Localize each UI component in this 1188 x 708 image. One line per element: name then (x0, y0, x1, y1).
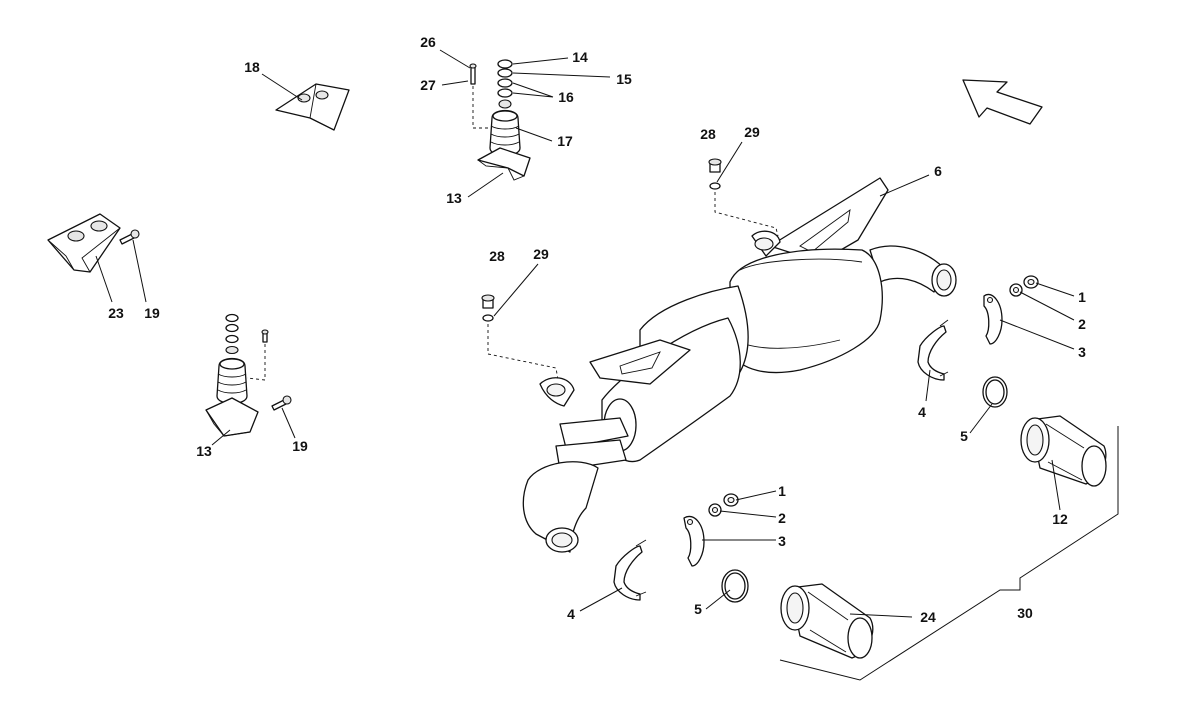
washer-29-upper (709, 182, 721, 190)
callout-29-lower: 29 (533, 246, 549, 262)
callout-13-lower: 13 (196, 443, 212, 459)
callout-4-right: 4 (918, 404, 926, 420)
callout-19-upper: 19 (144, 305, 160, 321)
direction-arrow-icon (962, 79, 1043, 125)
callout-6: 6 (934, 163, 942, 179)
callout-18: 18 (244, 59, 260, 75)
nut-1-lower (723, 493, 739, 507)
clamp-3-lower (683, 515, 705, 567)
washer-2-lower (708, 503, 722, 517)
washer-2-right (1009, 283, 1023, 297)
callout-14: 14 (572, 49, 588, 65)
callout-2-right: 2 (1078, 316, 1086, 332)
callout-28-upper: 28 (700, 126, 716, 142)
clamp-4-lower (613, 539, 647, 601)
callout-12: 12 (1052, 511, 1068, 527)
callout-16: 16 (558, 89, 574, 105)
bracket-18 (275, 83, 350, 131)
tailpipe-tip-12 (1020, 415, 1107, 487)
callout-27: 27 (420, 77, 436, 93)
kit-30-boundary (779, 426, 1119, 681)
callout-5-lower: 5 (694, 601, 702, 617)
mount-stack-lower (205, 313, 292, 437)
clamp-3-right (983, 293, 1003, 345)
screw-28-lower (481, 294, 495, 309)
callout-29-upper: 29 (744, 124, 760, 140)
callout-24: 24 (920, 609, 936, 625)
clamp-4-right (917, 319, 949, 381)
tailpipe-tip-24 (780, 583, 874, 659)
callout-28-lower: 28 (489, 248, 505, 264)
muffler-assembly-6 (522, 177, 957, 553)
washer-29-lower (482, 314, 494, 322)
callout-3-right: 3 (1078, 344, 1086, 360)
callout-13-upper: 13 (446, 190, 462, 206)
leader-lines (95, 49, 1075, 618)
callout-3-lower: 3 (778, 533, 786, 549)
callout-26: 26 (420, 34, 436, 50)
callout-15: 15 (616, 71, 632, 87)
callout-4-lower: 4 (567, 606, 575, 622)
callout-30: 30 (1017, 605, 1033, 621)
callout-5-right: 5 (960, 428, 968, 444)
callout-17: 17 (557, 133, 573, 149)
bolt-19-upper (119, 229, 140, 245)
callout-19-lower: 19 (292, 438, 308, 454)
bracket-23 (47, 213, 121, 273)
callout-1-right: 1 (1078, 289, 1086, 305)
callout-23: 23 (108, 305, 124, 321)
screw-28-upper (708, 158, 722, 173)
callout-2-lower: 2 (778, 510, 786, 526)
nut-1-right (1023, 275, 1039, 289)
callout-1-lower: 1 (778, 483, 786, 499)
gasket-5-lower (721, 569, 749, 603)
gasket-5-right (982, 376, 1008, 408)
mount-stack-upper (469, 59, 531, 181)
